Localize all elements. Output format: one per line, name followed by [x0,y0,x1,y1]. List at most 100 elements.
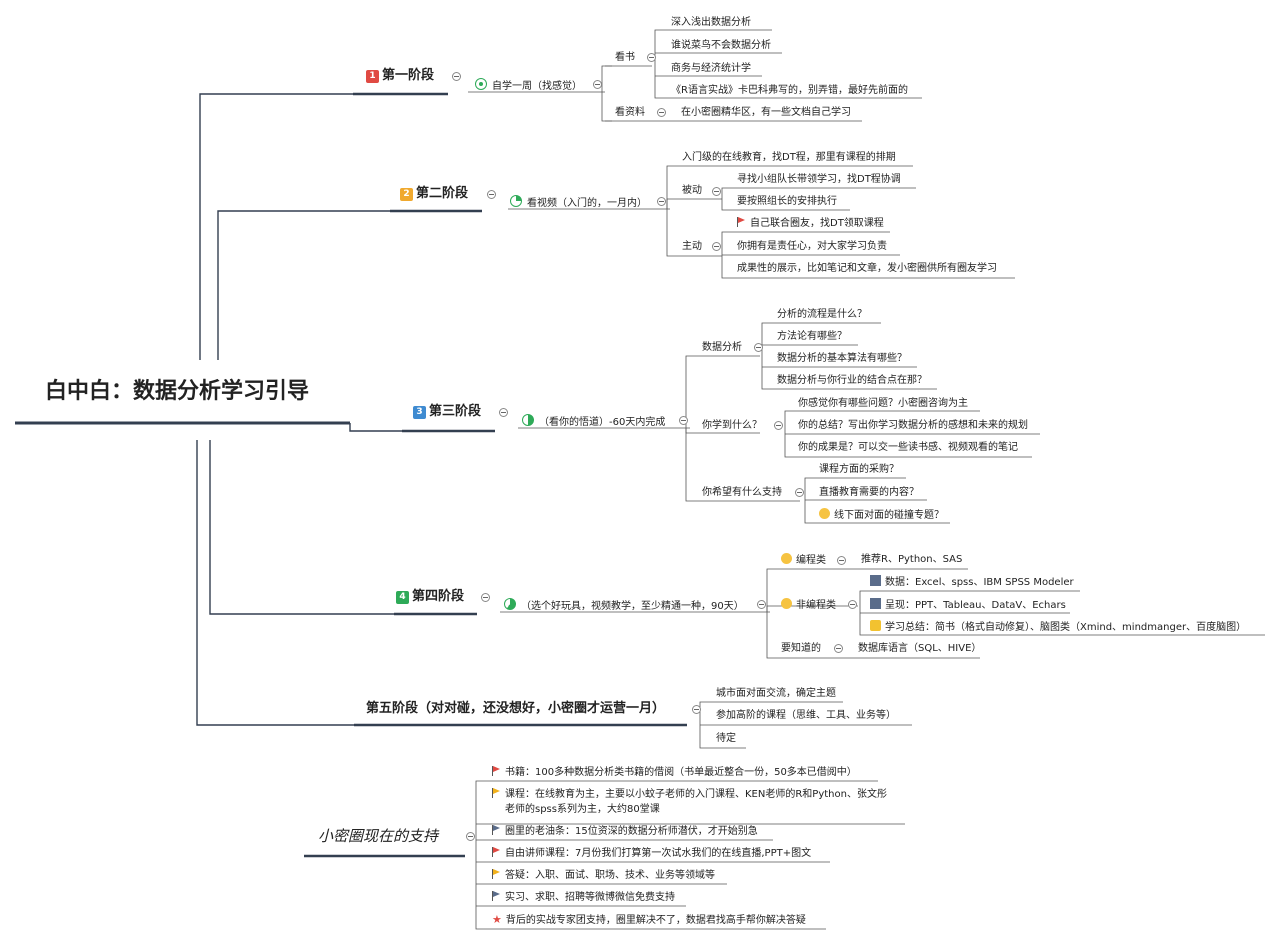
badge-3-icon: 3 [413,406,426,419]
noncoding-item[interactable]: 数据：Excel、spss、IBM SPSS Modeler [870,575,1074,590]
collapse-toggle-icon[interactable] [679,416,688,425]
passive-node[interactable]: 被动 [682,185,702,196]
analysis-node[interactable]: 数据分析 [702,342,742,353]
read-books-node[interactable]: 看书 [615,52,635,63]
support-item-cont[interactable]: 老师的spss系列为主，大约80堂课 [505,804,660,815]
gray-flag-icon [492,891,500,901]
stage-3-summary[interactable]: （看你的悟道）-60天内完成 [522,414,665,430]
coding-item[interactable]: 推荐R、Python、SAS [861,554,963,565]
smile-icon [819,508,830,519]
s2-intro-item[interactable]: 入门级的在线教育，找DT程，那里有课程的排期 [682,152,896,163]
analysis-item[interactable]: 数据分析的基本算法有哪些？ [777,353,907,364]
learned-item[interactable]: 你的成果是？可以交一些读书感、视频观看的笔记 [798,442,1018,453]
stage-4-label: 第四阶段 [412,589,465,604]
yellow-flag-icon [492,788,500,798]
passive-item[interactable]: 寻找小组队长带领学习，找DT程协调 [737,174,901,185]
stage-2-label: 第二阶段 [416,186,469,201]
collapse-toggle-icon[interactable] [757,600,766,609]
active-node[interactable]: 主动 [682,241,702,252]
support-title[interactable]: 小密圈现在的支持 [318,827,439,845]
analysis-item[interactable]: 方法论有哪些？ [777,331,847,342]
book-item[interactable]: 《R语言实战》卡巴科弗写的，别弄错，最好先前面的 [671,85,908,96]
red-flag-icon [492,766,500,776]
collapse-toggle-icon[interactable] [795,488,804,497]
collapse-toggle-icon[interactable] [466,832,475,841]
materials-item[interactable]: 在小密圈精华区，有一些文档自己学习 [681,107,851,118]
progress-icon [510,195,522,207]
know-node[interactable]: 要知道的 [781,643,821,654]
stage-5-title[interactable]: 第五阶段（对对碰，还没想好，小密圈才运营一月） [366,701,666,716]
noncoding-item[interactable]: 呈现：PPT、Tableau、DataV、Echars [870,598,1066,613]
collapse-toggle-icon[interactable] [593,80,602,89]
support-item[interactable]: 答疑：入职、面试、职场、技术、业务等领域等 [492,869,715,883]
book-item[interactable]: 深入浅出数据分析 [671,17,751,28]
badge-1-icon: 1 [366,70,379,83]
hope-item[interactable]: 线下面对面的碰撞专题？ [819,508,944,523]
stage-3-label: 第三阶段 [429,404,482,419]
collapse-toggle-icon[interactable] [647,53,656,62]
analysis-item[interactable]: 分析的流程是什么？ [777,309,867,320]
yellow-flag-icon [492,869,500,879]
support-item[interactable]: 课程：在线教育为主，主要以小蚊子老师的入门课程、KEN老师的R和Python、张… [492,788,887,802]
know-item[interactable]: 数据库语言（SQL、HIVE） [858,643,982,654]
chart-icon [870,575,881,586]
star-icon: ★ [492,913,502,926]
s5-item[interactable]: 待定 [716,733,736,744]
noncoding-item[interactable]: 学习总结：简书（格式自动修复）、脑图类（Xmind、mindmanger、百度脑… [870,620,1246,635]
read-materials-node[interactable]: 看资料 [615,107,645,118]
analysis-item[interactable]: 数据分析与你行业的结合点在那？ [777,375,927,386]
noncoding-node[interactable]: 非编程类 [781,598,836,613]
badge-2-icon: 2 [400,188,413,201]
progress-icon [475,78,487,90]
passive-item[interactable]: 要按照组长的安排执行 [737,196,837,207]
stage-1-label: 第一阶段 [382,68,435,83]
hope-item[interactable]: 课程方面的采购？ [819,464,899,475]
collapse-toggle-icon[interactable] [657,108,666,117]
red-flag-icon [492,847,500,857]
active-item[interactable]: 你拥有是责任心，对大家学习负责 [737,241,887,252]
collapse-toggle-icon[interactable] [754,343,763,352]
collapse-toggle-icon[interactable] [834,644,843,653]
learned-item[interactable]: 你的总结？写出你学习数据分析的感想和未来的规划 [798,420,1028,431]
support-item[interactable]: 实习、求职、招聘等微博微信免费支持 [492,891,675,905]
book-item[interactable]: 商务与经济统计学 [671,63,751,74]
stage-1-summary[interactable]: 自学一周（找感觉） [475,78,582,94]
stage-4-summary[interactable]: （选个好玩具，视频教学，至少精通一种，90天） [504,598,744,614]
learned-item[interactable]: 你感觉你有哪些问题？小密圈咨询为主 [798,398,968,409]
support-item[interactable]: 圈里的老油条：15位资深的数据分析师潜伏，才开始别急 [492,825,758,839]
active-item[interactable]: 自己联合圈友，找DT领取课程 [737,217,884,231]
collapse-toggle-icon[interactable] [657,197,666,206]
red-flag-icon [737,217,745,227]
collapse-toggle-icon[interactable] [499,408,508,417]
collapse-toggle-icon[interactable] [848,600,857,609]
collapse-toggle-icon[interactable] [712,242,721,251]
support-item[interactable]: 书籍：100多种数据分析类书籍的借阅（书单最近整合一份，50多本已借阅中） [492,766,857,780]
s5-item[interactable]: 参加高阶的课程（思维、工具、业务等） [716,710,896,721]
book-item[interactable]: 谁说菜鸟不会数据分析 [671,40,771,51]
collapse-toggle-icon[interactable] [692,705,701,714]
collapse-toggle-icon[interactable] [487,190,496,199]
collapse-toggle-icon[interactable] [837,556,846,565]
support-item[interactable]: 自由讲师课程：7月份我们打算第一次试水我们的在线直播,PPT+图文 [492,847,811,861]
learned-node[interactable]: 你学到什么？ [702,420,762,431]
stage-2-summary[interactable]: 看视频（入门的，一月内） [510,195,647,211]
active-item[interactable]: 成果性的展示，比如笔记和文章，发小密圈供所有圈友学习 [737,263,997,274]
root-topic[interactable]: 白中白：数据分析学习引导 [45,379,310,404]
smile-icon [781,553,792,564]
collapse-toggle-icon[interactable] [774,421,783,430]
gray-flag-icon [492,825,500,835]
coding-node[interactable]: 编程类 [781,553,826,568]
collapse-toggle-icon[interactable] [481,593,490,602]
hope-item[interactable]: 直播教育需要的内容？ [819,487,919,498]
support-item[interactable]: ★背后的实战专家团支持，圈里解决不了，数据君找高手帮你解决答疑 [492,913,806,926]
hope-node[interactable]: 你希望有什么支持 [702,487,782,498]
progress-icon [504,598,516,610]
s5-item[interactable]: 城市面对面交流，确定主题 [716,688,836,699]
collapse-toggle-icon[interactable] [452,72,461,81]
collapse-toggle-icon[interactable] [712,187,721,196]
